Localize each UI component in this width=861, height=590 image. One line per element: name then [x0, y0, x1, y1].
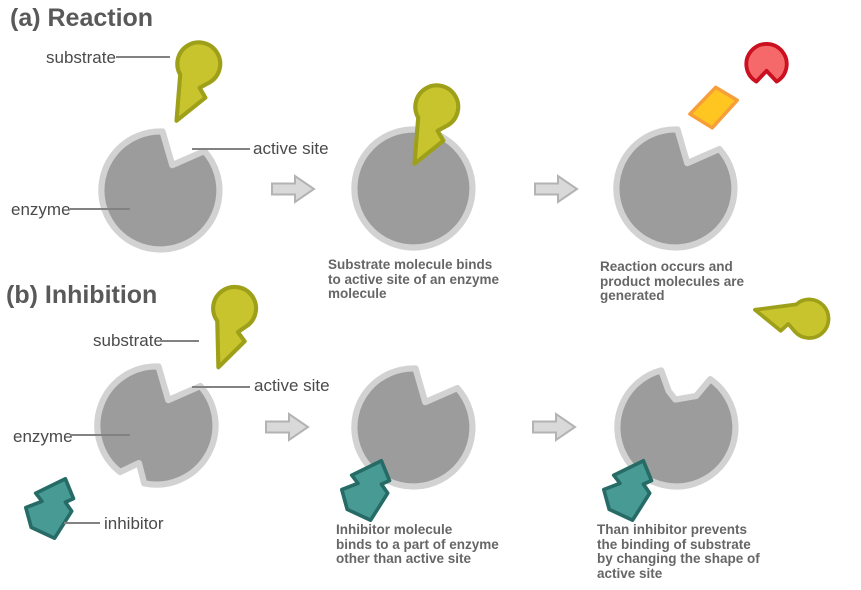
- section-a-title: (a) Reaction: [10, 4, 154, 32]
- leader-line-inhibitor-b: [64, 522, 100, 524]
- caption-a-step3: Reaction occurs and product molecules ar…: [600, 259, 745, 303]
- label-substrate-a: substrate: [46, 48, 116, 67]
- label-inhibitor-b: inhibitor: [104, 514, 164, 533]
- label-enzyme-b: enzyme: [13, 427, 73, 446]
- section-b-title: (b) Inhibition: [6, 281, 158, 309]
- substrate-molecule-b3-rejected: [753, 293, 835, 351]
- inhibitor-molecule-b3-bound: [601, 458, 654, 523]
- step-arrow-b2: [532, 413, 576, 441]
- caption-b-step2: Inhibitor molecule binds to a part of en…: [336, 522, 499, 566]
- label-substrate-b: substrate: [93, 331, 163, 350]
- leader-line-substrate-b: [161, 340, 199, 342]
- label-active-site-a: active site: [253, 139, 329, 158]
- inhibitor-molecule-b2-bound: [339, 458, 392, 523]
- leader-line-enzyme-a: [70, 208, 130, 210]
- leader-line-active-site-b: [192, 386, 250, 388]
- leader-line-active-site-a: [192, 148, 250, 150]
- leader-line-substrate-a: [116, 56, 170, 58]
- label-active-site-b: active site: [254, 376, 330, 395]
- caption-b-step3: Than inhibitor prevents the binding of s…: [597, 522, 760, 581]
- enzyme-b1: [86, 353, 231, 498]
- enzyme-a1: [90, 118, 235, 263]
- step-arrow-a1: [271, 175, 315, 203]
- product-diamond-molecule: [688, 85, 740, 130]
- step-arrow-b1: [265, 413, 309, 441]
- enzyme-a3: [605, 116, 750, 261]
- substrate-molecule-a2-bound: [398, 82, 464, 173]
- step-arrow-a2: [534, 175, 578, 203]
- product-round-molecule: [744, 41, 789, 84]
- inhibitor-molecule-b1: [23, 476, 76, 541]
- caption-a-step2: Substrate molecule binds to active site …: [328, 257, 500, 301]
- leader-line-enzyme-b: [70, 434, 130, 436]
- substrate-molecule-a1: [160, 39, 226, 130]
- label-enzyme-a: enzyme: [11, 200, 71, 219]
